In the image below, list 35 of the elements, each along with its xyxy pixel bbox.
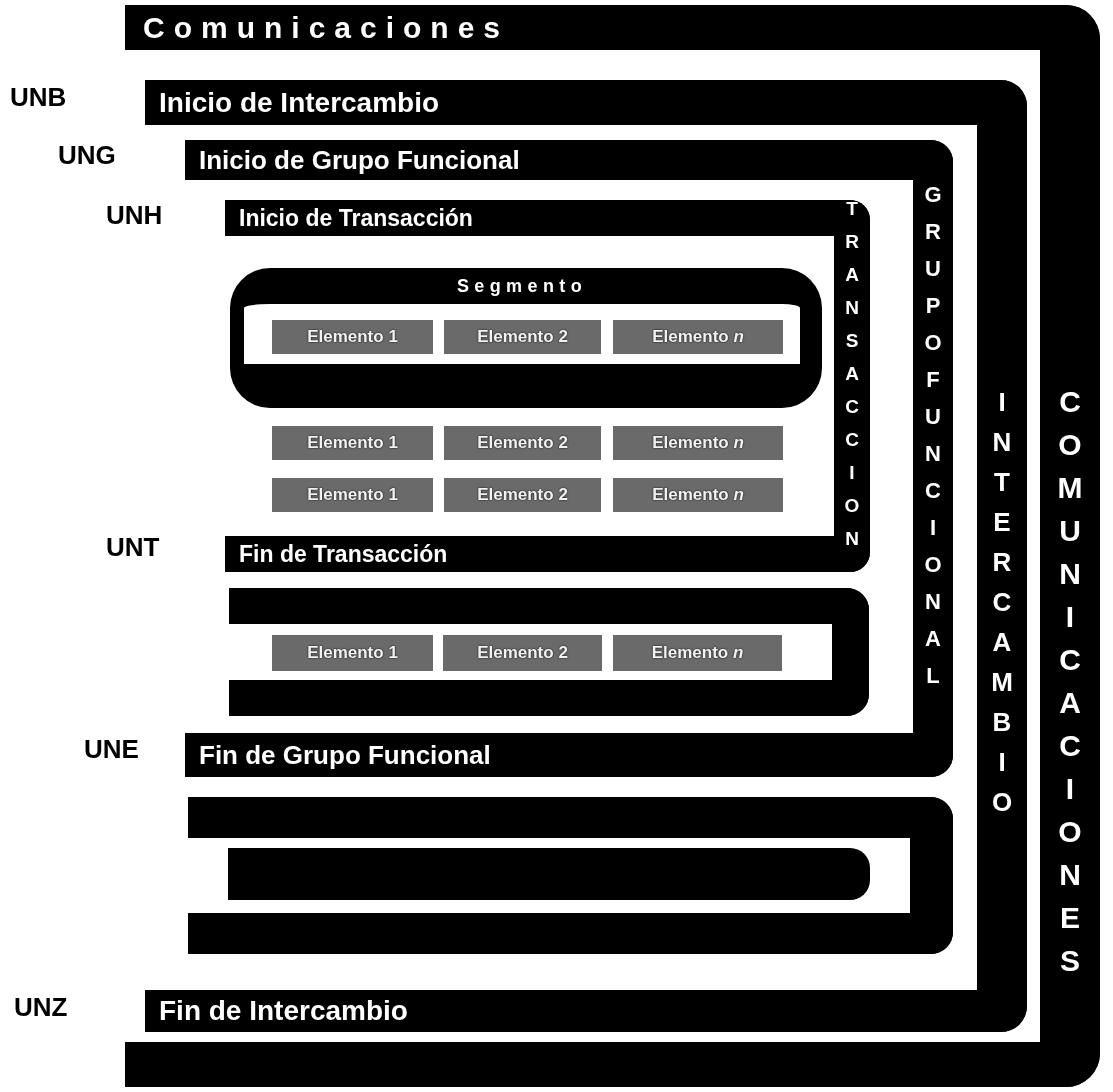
- band-heading: Comunicaciones: [143, 10, 510, 46]
- element-tag: Elemento n: [613, 320, 783, 354]
- band-heading: Inicio de Grupo Funcional: [199, 143, 520, 177]
- code-label: UNG: [58, 142, 116, 168]
- vertical-label: COMUNICACIONES: [1057, 384, 1083, 979]
- element-tag: Elemento 1: [272, 635, 433, 671]
- element-tag: Elemento 1: [272, 320, 433, 354]
- vertical-label: INTERCAMBIO: [991, 386, 1013, 819]
- vertical-label: GRUPO FUNCIONAL: [924, 181, 942, 690]
- element-tag: Elemento 2: [443, 635, 602, 671]
- code-label: UNH: [106, 202, 163, 228]
- element-tag: Elemento n: [613, 478, 783, 512]
- c-shaped-band: [185, 140, 953, 777]
- element-tag: Elemento 1: [272, 478, 433, 512]
- element-tag: Elemento 1: [272, 426, 433, 460]
- element-tag: Elemento 2: [444, 426, 601, 460]
- element-tag: Elemento 2: [444, 478, 601, 512]
- c-shaped-band: [229, 588, 869, 716]
- code-label: UNE: [84, 736, 139, 762]
- code-label: UNT: [106, 534, 160, 560]
- segment-title: Segmento: [456, 274, 588, 298]
- code-label: UNZ: [14, 994, 68, 1020]
- element-tag: Elemento 2: [444, 320, 601, 354]
- c-shaped-band: [225, 200, 870, 572]
- element-tag: Elemento n: [613, 635, 782, 671]
- band-heading: Inicio de Intercambio: [159, 85, 440, 120]
- code-label: UNB: [10, 84, 67, 110]
- band-heading: Fin de Grupo Funcional: [199, 738, 491, 772]
- band-heading: Inicio de Transacción: [239, 203, 473, 233]
- element-tag: Elemento n: [613, 426, 783, 460]
- c-shaped-band: [188, 797, 953, 954]
- band-heading: Fin de Transacción: [239, 539, 448, 569]
- band-heading: Fin de Intercambio: [159, 994, 408, 1028]
- vertical-label: TRANSACCION: [844, 197, 860, 551]
- inner-bar: [228, 848, 870, 900]
